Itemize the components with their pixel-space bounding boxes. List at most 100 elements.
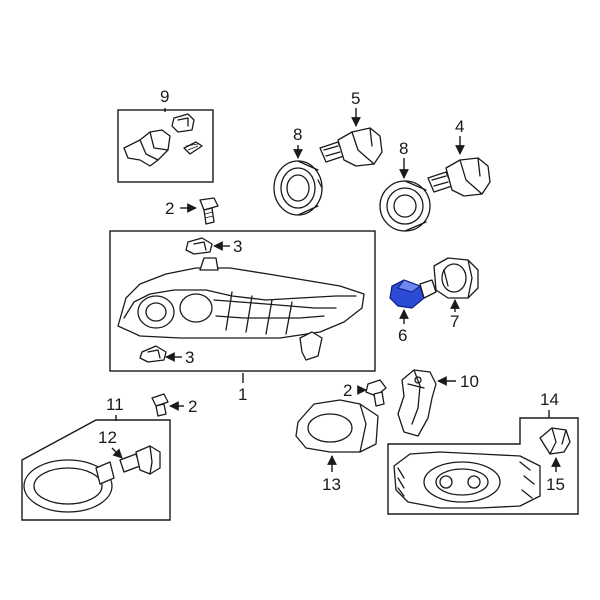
- part-8-grommet-right[interactable]: [379, 180, 431, 232]
- part-11-frame: [21, 419, 171, 521]
- part-9-clip: [171, 113, 195, 133]
- part-4-bulb[interactable]: [427, 157, 491, 197]
- callout-15: 15: [546, 475, 565, 494]
- bolt-thread: [204, 211, 214, 219]
- bracket-hole: [414, 376, 422, 384]
- fog-assembly-lens: [423, 461, 501, 503]
- part-10-bracket[interactable]: [397, 369, 437, 437]
- bolt-shank: [373, 391, 385, 407]
- part-3-clip-top[interactable]: [185, 237, 213, 255]
- bolt-head: [151, 393, 169, 407]
- fog-assembly-bulb-right: [467, 475, 481, 489]
- grommet-hole: [393, 194, 417, 218]
- part-2-bolt-top[interactable]: [199, 197, 219, 225]
- clip-detail: [147, 349, 161, 359]
- part-3-clip-bottom[interactable]: [139, 345, 167, 363]
- callout-12: 12: [98, 428, 117, 447]
- bulb-12-base: [135, 445, 161, 475]
- bulb-6-base: [419, 279, 437, 299]
- callout-3-bottom: 3: [185, 348, 194, 367]
- headlamp-bottom-tab: [299, 331, 323, 361]
- headlamp-inner-lines: [213, 299, 337, 319]
- bezel-opening: [307, 413, 353, 443]
- callout-13: 13: [322, 475, 341, 494]
- part-8-grommet-left[interactable]: [273, 160, 323, 216]
- callout-numbers: 9 8 5 8 4 2 3 3 1 6 7 2 10 2 11 12 13 14…: [98, 87, 565, 494]
- bracket-ribs: [407, 369, 425, 425]
- part-14-fog-assembly-group[interactable]: [387, 417, 579, 515]
- callout-5: 5: [351, 89, 360, 108]
- part-9-bracket-group[interactable]: [117, 108, 214, 183]
- fog-assembly-bezel: [393, 451, 541, 509]
- part-9-screw-thread: [185, 143, 199, 151]
- callout-2-top: 2: [165, 199, 174, 218]
- grommet-inner: [280, 167, 316, 209]
- bulb-6-shine: [397, 279, 422, 293]
- bulb-4-base-detail: [459, 157, 483, 195]
- callout-8-right: 8: [399, 139, 408, 158]
- bezel-edge: [359, 403, 367, 453]
- bolt-head: [199, 197, 219, 211]
- fog-assembly-grille: [397, 461, 535, 499]
- headlamp-lens-left: [145, 302, 167, 322]
- part-1-headlamp-group[interactable]: [109, 230, 376, 372]
- fog-lamp-socket: [95, 461, 115, 485]
- callout-11: 11: [106, 395, 124, 414]
- fog-lamp-housing: [23, 459, 113, 513]
- grommet-hole: [286, 174, 310, 202]
- socket-opening: [441, 263, 467, 293]
- headlamp-housing: [117, 267, 365, 339]
- bulb-4-base: [445, 157, 491, 197]
- callout-2-mid: 2: [343, 381, 352, 400]
- callout-1: 1: [238, 385, 247, 404]
- part-9-clip-detail: [177, 117, 189, 127]
- part-14-frame: [387, 417, 579, 515]
- part-11-fog-lamp-group[interactable]: [21, 419, 171, 521]
- headlamp-ribs: [225, 291, 293, 335]
- bolt-shank: [155, 403, 167, 417]
- callout-9: 9: [160, 87, 169, 106]
- part-2-bolt-mid[interactable]: [365, 379, 387, 407]
- clip-body: [185, 237, 213, 255]
- part-9-bracket-body: [123, 129, 171, 167]
- headlamp-top-tab: [199, 257, 219, 271]
- callout-2-left: 2: [188, 397, 197, 416]
- bracket-body: [397, 369, 437, 437]
- grommet-depth: [404, 180, 427, 232]
- bulb-5-base-detail: [351, 127, 375, 165]
- part-7-socket[interactable]: [433, 257, 479, 299]
- callout-4: 4: [455, 117, 464, 136]
- clip-body: [139, 345, 167, 363]
- fog-lamp-lens: [33, 467, 103, 505]
- bulb-5-base: [337, 127, 383, 167]
- bulb-15-detail: [549, 427, 567, 455]
- leader-lines: [111, 108, 561, 472]
- grommet-depth: [297, 160, 323, 216]
- clip-detail: [193, 241, 207, 251]
- bulb-12-detail: [149, 445, 153, 475]
- socket-ribs: [443, 259, 473, 299]
- bulb-4-filament: [431, 175, 449, 187]
- leader-12: [111, 447, 123, 459]
- part-6-wedge-bulb[interactable]: [389, 279, 437, 309]
- fog-assembly-reflector: [435, 468, 489, 496]
- part-13-bezel[interactable]: [295, 399, 379, 453]
- fog-assembly-bulb-left: [439, 475, 453, 489]
- callout-7: 7: [450, 312, 459, 331]
- callout-14: 14: [540, 390, 559, 409]
- part-9-bracket-ribs: [139, 131, 169, 161]
- callout-6: 6: [398, 326, 407, 345]
- part-1-frame: [109, 230, 376, 372]
- callout-3-top: 3: [233, 237, 242, 256]
- part-12-fog-bulb[interactable]: [119, 445, 161, 475]
- callout-8-left: 8: [293, 125, 302, 144]
- headlamp-reflector-mid: [179, 293, 213, 323]
- headlamp-lens-edge: [123, 289, 357, 319]
- part-2-bolt-left[interactable]: [151, 393, 169, 417]
- part-5-bulb[interactable]: [319, 127, 383, 167]
- grommet-inner: [386, 187, 424, 225]
- bulb-5-filament: [323, 145, 341, 157]
- part-15-bulb[interactable]: [539, 427, 571, 455]
